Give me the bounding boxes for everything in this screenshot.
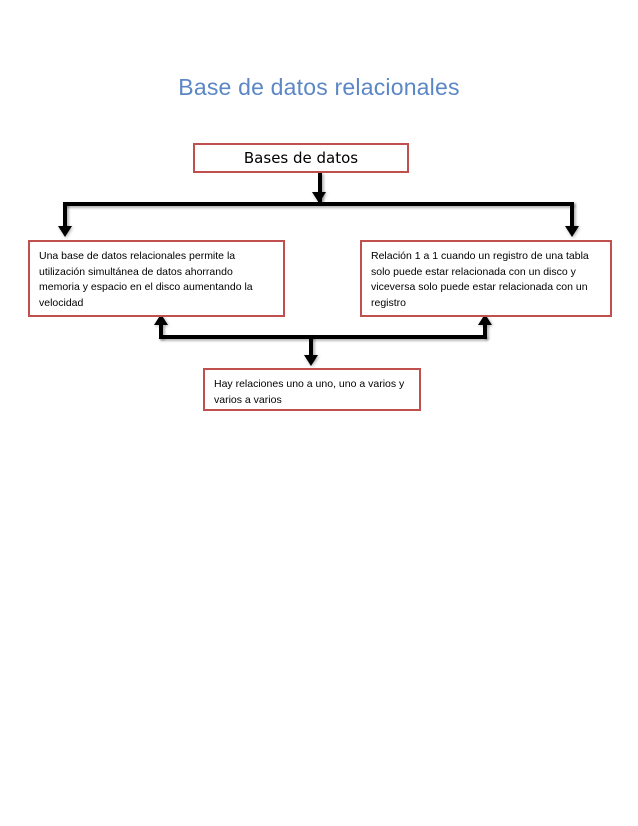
connector-split-left-stem bbox=[63, 202, 67, 230]
connector-merge-right-stem bbox=[483, 324, 487, 339]
node-label: Bases de datos bbox=[243, 148, 359, 167]
connector-merge-stem bbox=[309, 335, 313, 360]
node-right-branch[interactable]: Relación 1 a 1 cuando un registro de una… bbox=[360, 240, 612, 317]
connector-merge-bar bbox=[159, 335, 487, 339]
arrow-down-icon-left-branch bbox=[58, 226, 72, 237]
node-bases-de-datos[interactable]: Bases de datos bbox=[193, 143, 409, 173]
arrow-down-icon-footer bbox=[304, 355, 318, 366]
arrow-up-icon-right-branch bbox=[478, 314, 492, 325]
node-footer[interactable]: Hay relaciones uno a uno, uno a varios y… bbox=[203, 368, 421, 411]
arrow-down-icon-root bbox=[312, 192, 326, 203]
connector-split-bar bbox=[63, 202, 574, 206]
page-title: Base de datos relacionales bbox=[178, 74, 460, 100]
node-label: Relación 1 a 1 cuando un registro de una… bbox=[371, 250, 589, 309]
arrow-up-icon-left-branch bbox=[154, 314, 168, 325]
arrow-down-icon-right-branch bbox=[565, 226, 579, 237]
node-left-branch[interactable]: Una base de datos relacionales permite l… bbox=[28, 240, 285, 317]
connector-merge-left-stem bbox=[159, 324, 163, 339]
node-label: Una base de datos relacionales permite l… bbox=[39, 250, 253, 309]
connector-root-stem bbox=[318, 173, 322, 204]
connector-split-right-stem bbox=[570, 202, 574, 230]
node-label: Hay relaciones uno a uno, uno a varios y… bbox=[214, 378, 405, 406]
